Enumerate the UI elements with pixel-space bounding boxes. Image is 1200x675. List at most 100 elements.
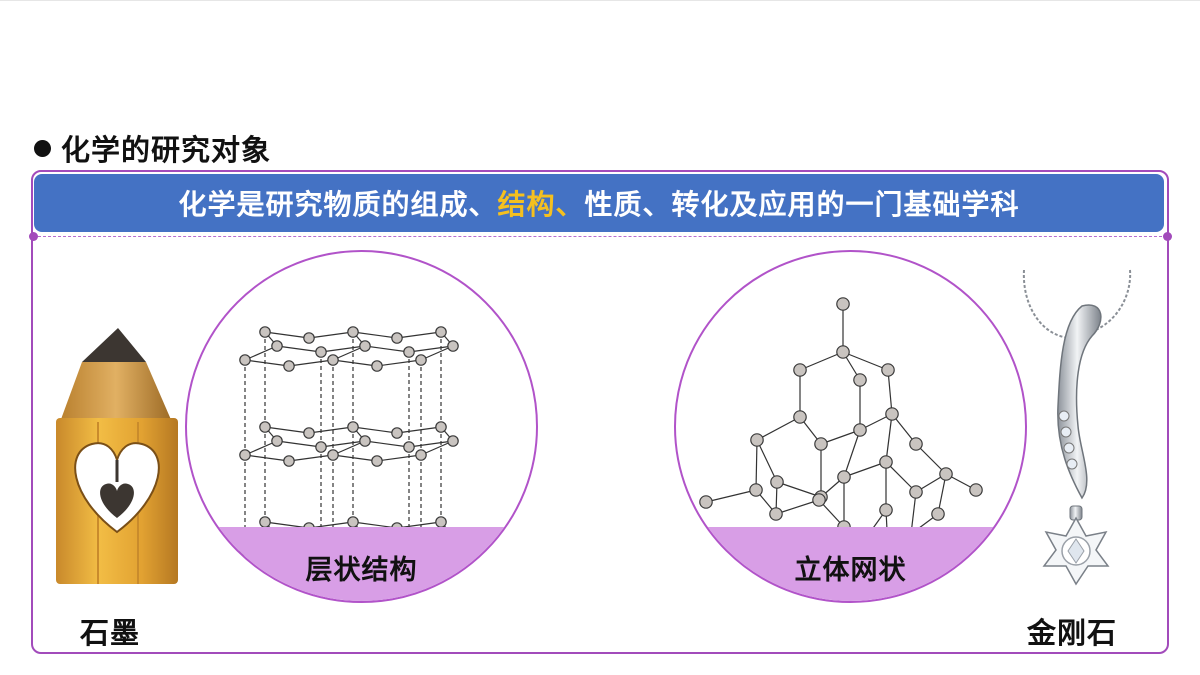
- carbon-bond: [915, 443, 947, 475]
- carbon-bond: [320, 440, 366, 448]
- carbon-atom: [327, 449, 339, 461]
- graphite-structure-circle: 层状结构: [185, 250, 538, 603]
- carbon-bond: [244, 359, 290, 367]
- carbon-bond: [376, 454, 422, 462]
- carbon-atom: [271, 340, 283, 352]
- carbon-bond: [332, 440, 366, 456]
- carbon-atom: [699, 495, 713, 509]
- dashed-divider: [33, 236, 1167, 237]
- carbon-atom: [931, 507, 945, 521]
- graphite-structure-label: 层状结构: [305, 555, 418, 586]
- carbon-atom: [239, 449, 251, 461]
- carbon-bond: [799, 351, 844, 371]
- carbon-atom: [403, 346, 415, 358]
- carbon-atom: [909, 485, 923, 499]
- carbon-bond: [244, 454, 290, 462]
- carbon-atom: [836, 297, 850, 311]
- carbon-atom: [770, 475, 784, 489]
- carbon-bond: [396, 331, 442, 339]
- carbon-atom: [315, 346, 327, 358]
- carbon-atom: [415, 449, 427, 461]
- diamond-label: 金刚石: [1027, 616, 1118, 650]
- carbon-atom: [327, 354, 339, 366]
- carbon-atom: [793, 363, 807, 377]
- carbon-bond: [843, 429, 861, 478]
- carbon-atom: [885, 407, 899, 421]
- carbon-atom: [879, 455, 893, 469]
- pencil-carving-image: [56, 328, 178, 584]
- carbon-atom: [271, 435, 283, 447]
- carbon-atom: [415, 354, 427, 366]
- carbon-bond: [332, 345, 366, 361]
- carbon-atom: [447, 340, 459, 352]
- carbon-atom: [812, 493, 826, 507]
- carbon-bond: [288, 359, 334, 367]
- carbon-bond: [420, 440, 454, 456]
- carbon-atom: [283, 455, 295, 467]
- carbon-atom: [814, 437, 828, 451]
- carbon-bond: [332, 454, 378, 462]
- carbon-bond: [408, 345, 454, 353]
- carbon-bond: [396, 426, 442, 434]
- carbon-bond: [885, 413, 893, 463]
- carbon-bond: [376, 359, 422, 367]
- carbon-atom: [259, 326, 271, 338]
- carbon-atom: [793, 410, 807, 424]
- carbon-bond: [885, 461, 917, 493]
- definition-banner: 化学是研究物质的组成、结构、性质、转化及应用的一门基础学科: [34, 174, 1164, 232]
- carbon-atom: [359, 435, 371, 447]
- carbon-bond: [320, 345, 366, 353]
- diamond-caption-band: [676, 527, 1025, 601]
- divider-left-dot: [29, 232, 38, 241]
- bullet-icon: [34, 139, 51, 157]
- carbon-atom: [315, 441, 327, 453]
- carbon-atom: [303, 332, 315, 344]
- carbon-atom: [391, 332, 403, 344]
- carbon-atom: [435, 421, 447, 433]
- carbon-bond: [352, 331, 398, 339]
- diamond-pendant-image: [1022, 269, 1132, 586]
- carbon-bond: [775, 499, 820, 515]
- carbon-bond: [276, 440, 322, 448]
- carbon-atom: [749, 483, 763, 497]
- section-heading: 化学的研究对象: [34, 128, 271, 168]
- carbon-bond: [308, 426, 354, 434]
- carbon-atom: [239, 354, 251, 366]
- carbon-bond: [408, 440, 454, 448]
- carbon-atom: [879, 503, 893, 517]
- carbon-atom: [303, 427, 315, 439]
- carbon-atom: [435, 326, 447, 338]
- carbon-atom: [259, 421, 271, 433]
- banner-text-part1: 化学是研究物质的组成、: [178, 188, 498, 221]
- carbon-bond: [308, 331, 354, 339]
- carbon-atom: [403, 441, 415, 453]
- carbon-bond: [776, 481, 822, 498]
- graphite-label: 石墨: [80, 616, 141, 650]
- carbon-bond: [756, 439, 778, 483]
- carbon-atom: [391, 427, 403, 439]
- carbon-bond: [756, 416, 801, 441]
- carbon-atom: [853, 423, 867, 437]
- diamond-structure-circle: 立体网状: [674, 250, 1027, 603]
- carbon-atom: [283, 360, 295, 372]
- carbon-bond: [364, 440, 410, 448]
- carbon-atom: [347, 516, 359, 528]
- carbon-atom: [371, 455, 383, 467]
- carbon-bond: [820, 429, 861, 445]
- carbon-bond: [244, 440, 278, 456]
- carbon-atom: [347, 421, 359, 433]
- diamond-structure-label: 立体网状: [794, 555, 907, 586]
- banner-text-part2: 性质、转化及应用的一门基础学科: [584, 188, 1020, 221]
- carbon-atom: [435, 516, 447, 528]
- carbon-atom: [969, 483, 983, 497]
- banner-highlight: 结构、: [497, 188, 585, 221]
- carbon-atom: [881, 363, 895, 377]
- carbon-bond: [276, 345, 322, 353]
- carbon-atom: [259, 516, 271, 528]
- carbon-bond: [705, 489, 757, 503]
- carbon-atom: [359, 340, 371, 352]
- section-title: 化学的研究对象: [61, 133, 272, 167]
- carbon-atom: [909, 437, 923, 451]
- carbon-bond: [887, 369, 893, 415]
- carbon-atom: [836, 345, 850, 359]
